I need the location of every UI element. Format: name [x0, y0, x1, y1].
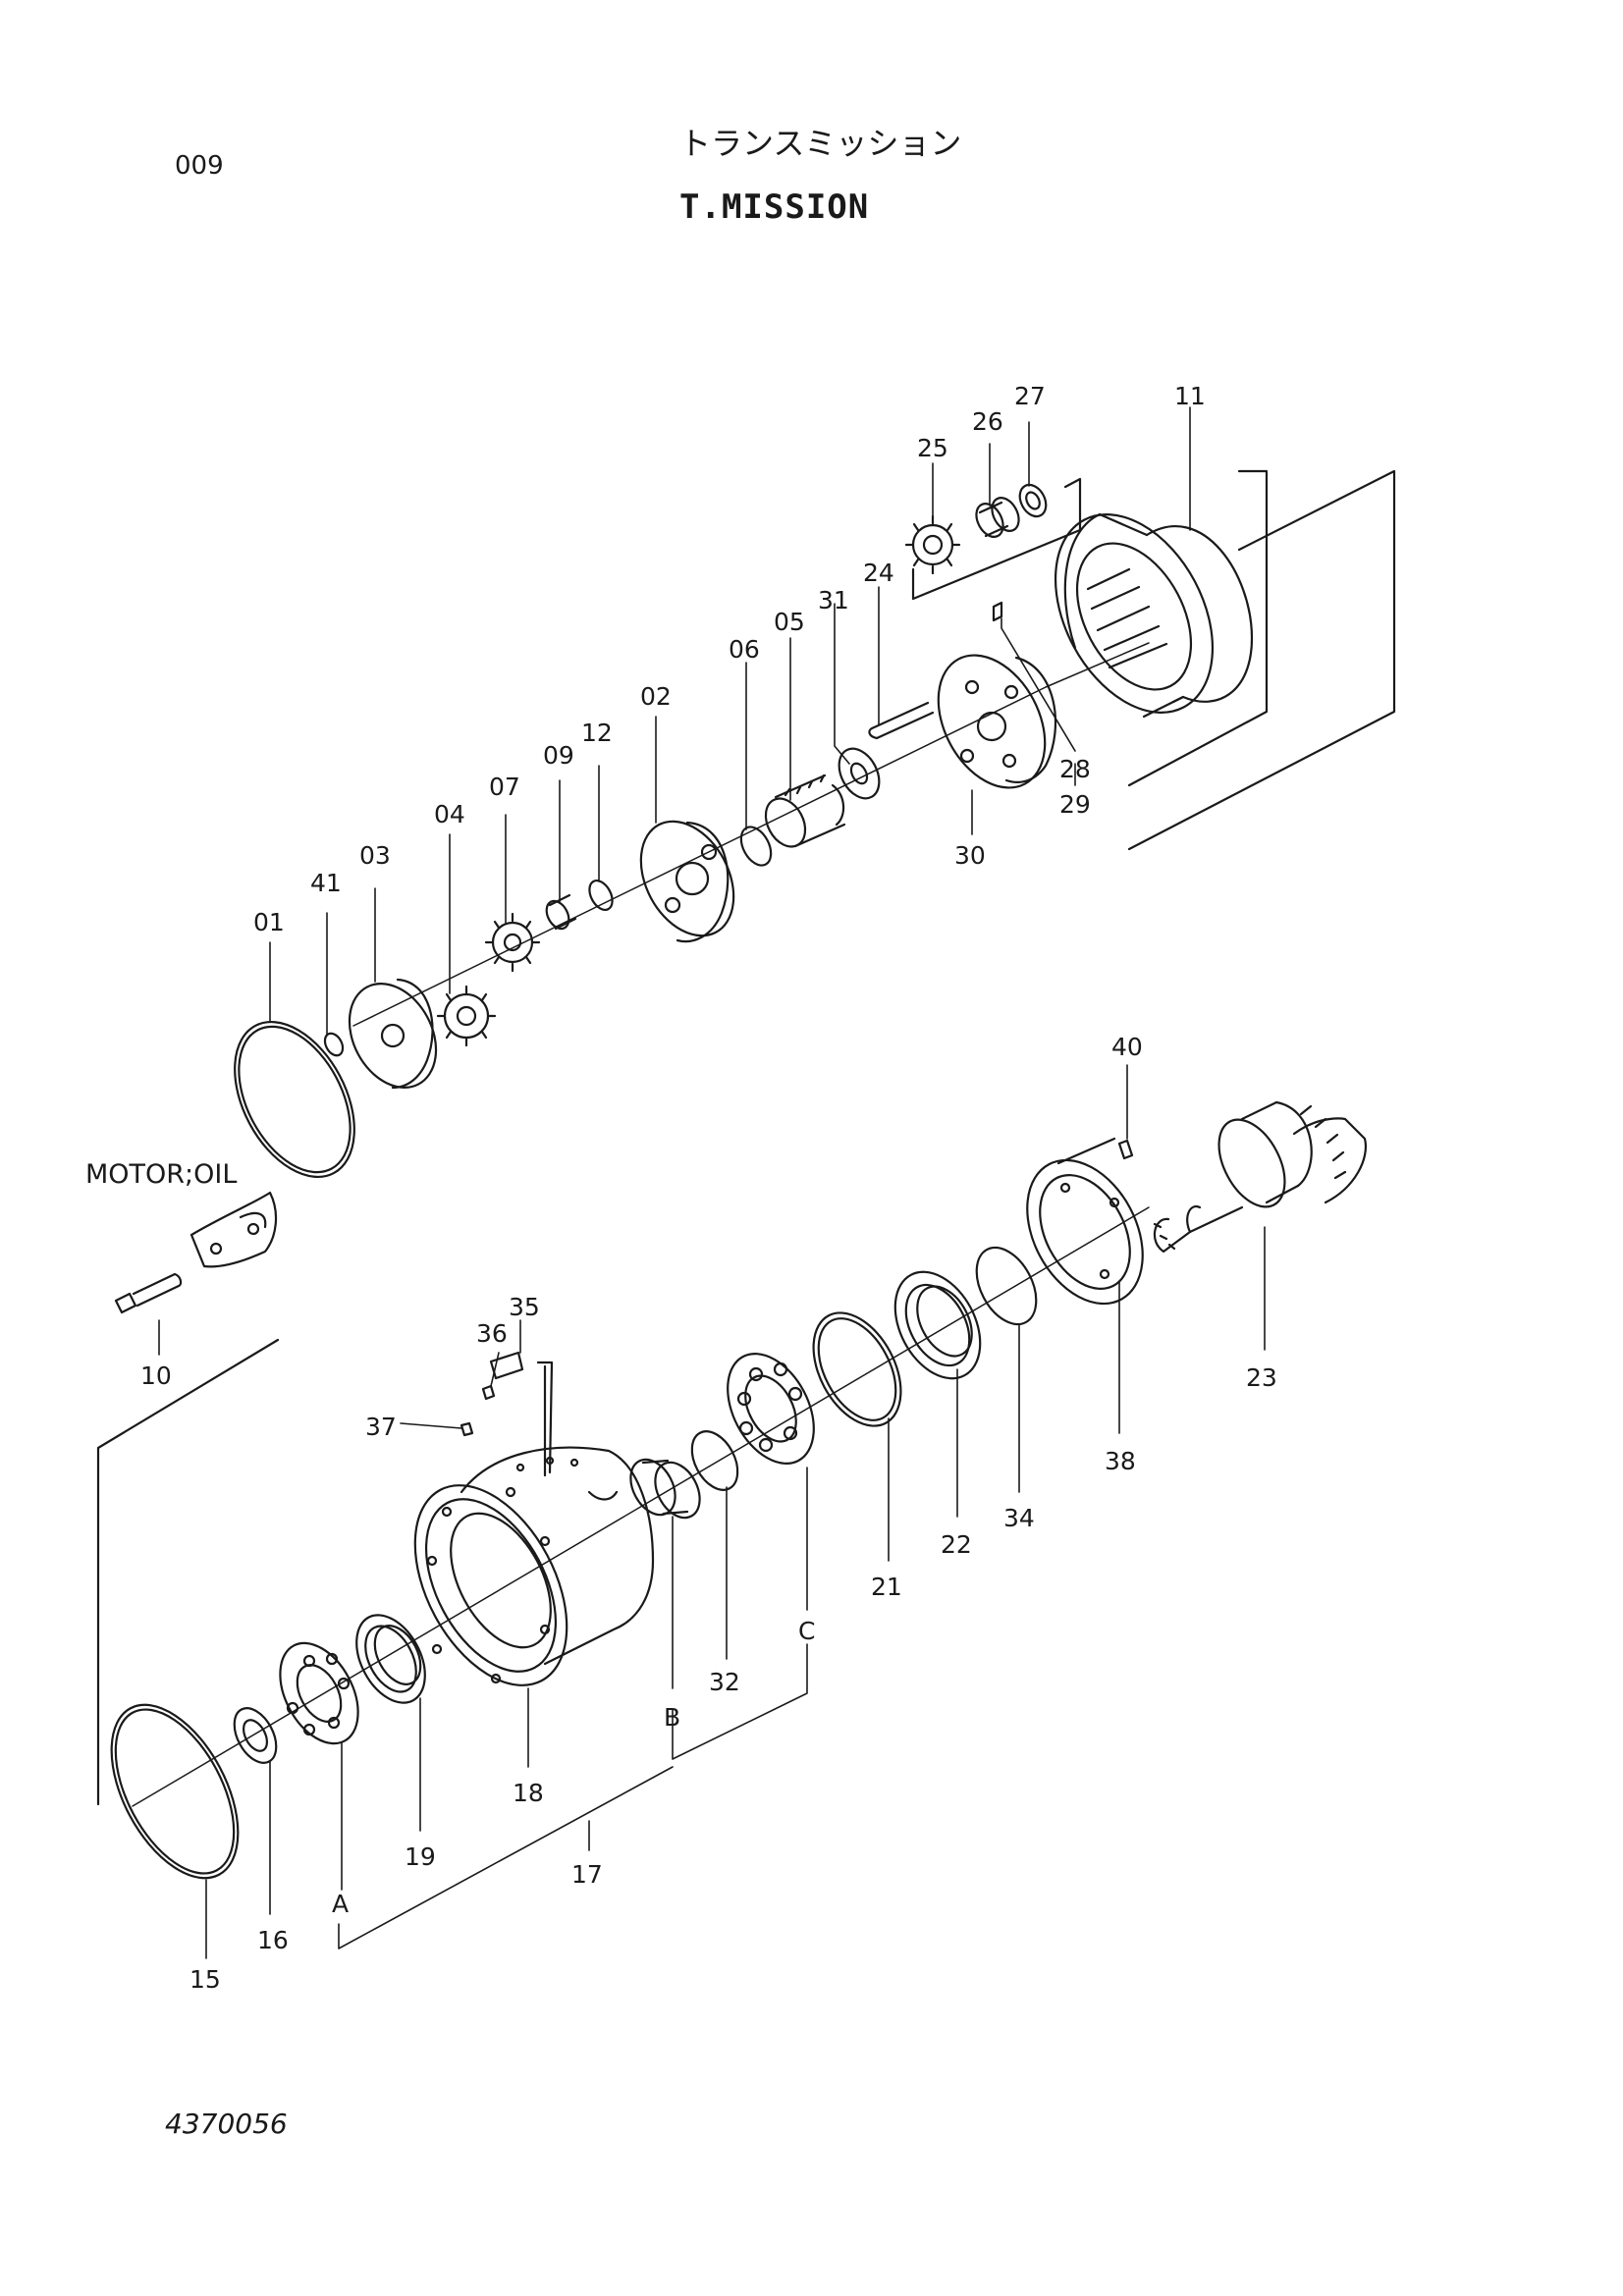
plug-part-37 [460, 1421, 474, 1437]
callout-c: C [798, 1617, 815, 1645]
large-o-ring-part-15 [110, 1703, 240, 1880]
callout-15: 15 [189, 1965, 221, 1994]
callout-12: 12 [581, 719, 613, 747]
callout-21: 21 [871, 1573, 902, 1601]
callout-a: A [332, 1890, 349, 1918]
callout-06: 06 [729, 635, 760, 664]
washer-part-27 [1018, 483, 1048, 518]
roller-bearing-part-a [279, 1641, 359, 1745]
pinion-shaft-part [1153, 1100, 1368, 1254]
assembly-frame-upper [1127, 469, 1396, 851]
bolt-part-10 [114, 1272, 183, 1314]
callout-19: 19 [405, 1842, 436, 1871]
title-english: T.MISSION [679, 187, 870, 227]
small-o-ring-part [323, 1032, 345, 1057]
hub-housing-part [413, 1446, 655, 1686]
lock-nut-part-16 [233, 1707, 278, 1764]
bracket-35-line [536, 1361, 554, 1477]
callout-10: 10 [140, 1362, 172, 1390]
planet-gear-part-04 [436, 985, 497, 1047]
title-japanese: トランスミッション [679, 125, 962, 162]
small-bolt-part-40 [1117, 1139, 1134, 1160]
callout-02: 02 [640, 682, 672, 711]
callout-03: 03 [359, 841, 391, 870]
sun-gear-part [764, 774, 846, 848]
group-bracket-upper [911, 477, 1082, 601]
side-plate-part [348, 978, 438, 1090]
callout-18: 18 [513, 1779, 544, 1807]
callout-07: 07 [489, 773, 520, 801]
callout-41: 41 [310, 869, 342, 897]
callout-16: 16 [257, 1926, 289, 1954]
callout-17: 17 [571, 1860, 603, 1889]
bushing-part-b [629, 1458, 701, 1520]
ring-gear-housing-part [1054, 512, 1254, 719]
callout-01: 01 [253, 908, 285, 936]
callout-27: 27 [1014, 382, 1046, 410]
assembly-axis-lower [132, 1206, 1150, 1807]
screw-part-36 [481, 1384, 496, 1401]
callout-23: 23 [1246, 1363, 1277, 1392]
callout-28: 28 [1059, 755, 1091, 783]
planet-gear-part-07 [484, 912, 541, 973]
planetary-carrier-part [937, 654, 1057, 789]
washer-part-12 [588, 880, 614, 911]
page-code: 009 [175, 151, 224, 181]
callout-25: 25 [917, 434, 948, 462]
callout-24: 24 [863, 559, 894, 587]
leader-lines [158, 406, 1266, 1959]
assembly-axis-upper [352, 642, 1150, 1027]
callout-34: 34 [1003, 1504, 1035, 1532]
drawing-number: 4370056 [165, 2108, 288, 2140]
callout-05: 05 [774, 608, 805, 636]
callout-29: 29 [1059, 790, 1091, 819]
callout-labels: 27 11 26 25 24 31 05 06 02 28 29 30 12 0… [140, 382, 1277, 1994]
callout-40: 40 [1111, 1033, 1143, 1061]
callout-37: 37 [365, 1413, 397, 1441]
thrust-washer-part [838, 747, 881, 800]
pin-part [868, 701, 935, 740]
callout-35: 35 [509, 1293, 540, 1321]
callout-30: 30 [954, 841, 986, 870]
callout-b: B [664, 1703, 680, 1732]
roller-bearing-part-c [727, 1353, 815, 1465]
floating-seal-part-19 [355, 1614, 426, 1704]
large-o-ring-part [234, 1020, 355, 1179]
assembly-frame-lower [96, 1338, 280, 1806]
callout-09: 09 [543, 741, 574, 770]
spring-pin-part [992, 601, 1003, 622]
second-carrier-part [639, 820, 735, 943]
callout-04: 04 [434, 800, 465, 828]
callout-26: 26 [972, 407, 1003, 436]
oil-seal-part-22 [893, 1270, 982, 1380]
motor-oil-label: MOTOR;OIL [85, 1159, 238, 1190]
callout-31: 31 [818, 586, 849, 614]
callout-11: 11 [1174, 382, 1206, 410]
snap-ring-part-32 [690, 1430, 739, 1491]
retaining-ring-part-21 [812, 1311, 902, 1427]
o-ring-part-34 [975, 1246, 1038, 1326]
needle-roller-part-09 [545, 893, 577, 931]
callout-36: 36 [476, 1319, 508, 1348]
callout-38: 38 [1105, 1447, 1136, 1475]
cover-plate-part [1026, 1137, 1144, 1306]
callout-32: 32 [709, 1668, 740, 1696]
motor-mount-pad [189, 1191, 278, 1268]
callout-22: 22 [941, 1530, 972, 1559]
needle-bearing-part [975, 497, 1020, 538]
